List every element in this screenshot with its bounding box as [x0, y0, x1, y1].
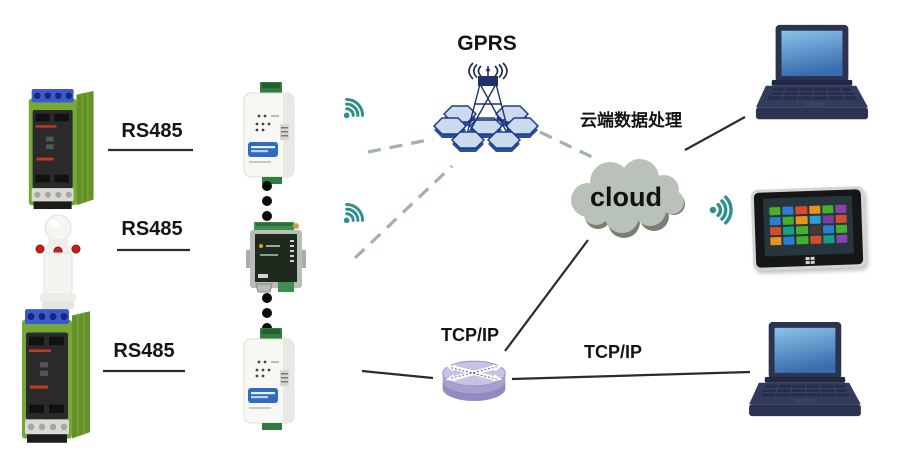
- tablet-screen: [762, 195, 854, 257]
- tablet-tile: [782, 206, 794, 215]
- tablet-tile: [796, 236, 809, 245]
- rs485-label-bottom: RS485: [113, 340, 175, 362]
- tablet-tile: [769, 226, 782, 236]
- tablet-tile: [795, 206, 807, 215]
- module-to-router-link: [361, 369, 434, 380]
- rs485-label-middle: RS485: [121, 218, 183, 240]
- tablet-tile: [835, 224, 848, 234]
- tablet-bezel: [753, 189, 864, 268]
- laptop-top: [755, 24, 869, 120]
- wifi-icon: [709, 195, 733, 225]
- tablet-tile: [769, 216, 782, 226]
- tablet-tile: [809, 225, 821, 234]
- serial-server-module-top: [243, 82, 295, 184]
- gprs-dtu-module: [246, 222, 306, 293]
- ellipsis-dots-top: [262, 181, 272, 221]
- serial-server-module-bottom: [243, 328, 295, 430]
- windows-logo-icon: [804, 256, 815, 265]
- tablet-tile: [809, 235, 822, 244]
- hexagon-cell-mesh-front: [450, 131, 522, 152]
- cloud-label: cloud: [590, 182, 662, 212]
- level-sensor-probe: [35, 214, 81, 309]
- ellipsis-dots-bottom: [262, 293, 272, 333]
- tablet-tile: [808, 205, 821, 214]
- tablet-tile: [770, 236, 782, 246]
- hexagon-cell-mesh: [432, 105, 540, 138]
- cell-tower-icon: [432, 62, 540, 152]
- tablet-tile: [795, 216, 808, 225]
- router-icon: [442, 360, 506, 401]
- rs485-label-top: RS485: [121, 120, 183, 142]
- cloud-shape: cloud: [571, 159, 685, 238]
- din-rail-signal-isolator-top: [28, 89, 94, 210]
- tablet-tile: [822, 215, 834, 224]
- tablet-tile: [822, 235, 835, 244]
- tcpip-label-left: TCP/IP: [440, 325, 499, 345]
- tablet-tile-grid: [763, 195, 854, 247]
- laptop-bottom: [749, 321, 861, 417]
- router-to-cloud-link: [504, 239, 589, 352]
- tablet-tile: [821, 205, 834, 214]
- router-to-laptop-link: [511, 370, 751, 381]
- tablet-tile: [835, 204, 847, 214]
- tablet-tile: [836, 234, 848, 244]
- tablet-tile: [796, 226, 808, 235]
- tablet-tile: [809, 215, 821, 224]
- cloud-processing-label: 云端数据处理: [580, 111, 682, 130]
- tcpip-label-right: TCP/IP: [583, 342, 642, 362]
- gprs-label: GPRS: [457, 32, 517, 55]
- tablet-tile: [822, 225, 835, 234]
- tablet-tile: [783, 236, 795, 245]
- antenna-waves: [468, 62, 508, 80]
- tablet-tile: [783, 226, 795, 235]
- tower-lattice: [465, 83, 511, 139]
- wifi-icon: [343, 202, 365, 224]
- windows-tablet: [750, 186, 867, 271]
- tablet-tile: [835, 214, 847, 224]
- wireless-link-top: [367, 137, 434, 154]
- tablet-tile: [782, 216, 795, 225]
- wifi-icon: [343, 97, 365, 119]
- tablet-tile: [769, 206, 781, 216]
- din-rail-signal-isolator-bottom: [22, 309, 90, 443]
